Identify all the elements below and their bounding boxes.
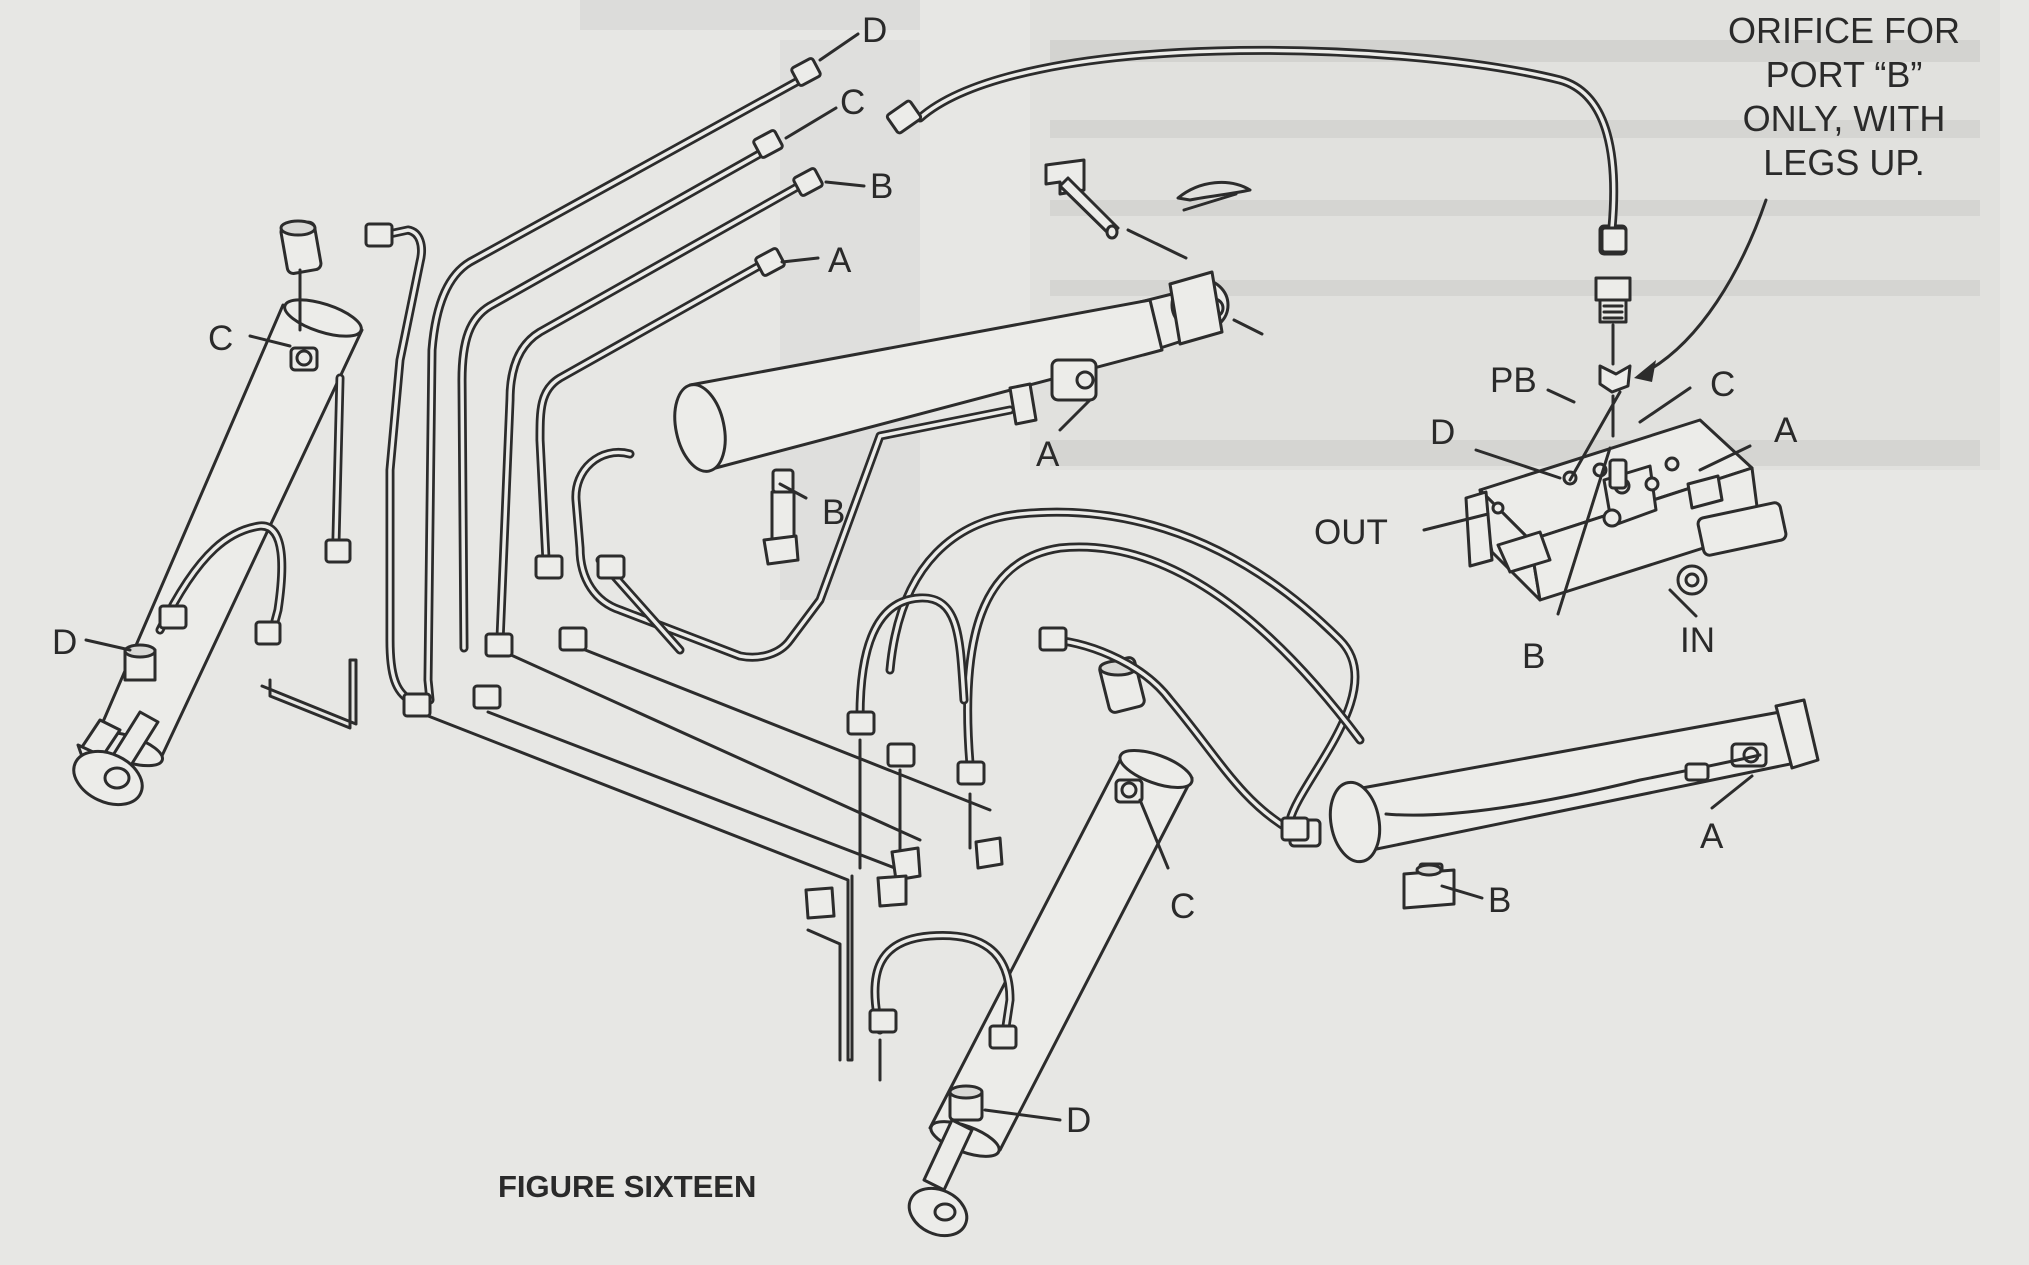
label-c-left-cylinder: C xyxy=(208,319,233,358)
figure-caption: FIGURE SIXTEEN xyxy=(498,1169,756,1204)
label-c-valve: C xyxy=(1710,365,1735,404)
label-d-left-cylinder: D xyxy=(52,623,77,662)
orifice-note: ORIFICE FOR PORT “B” ONLY, WITH LEGS UP. xyxy=(1728,10,1960,183)
left-cylinder xyxy=(72,219,364,807)
label-b-valve: B xyxy=(1522,637,1545,676)
right-cylinder xyxy=(1288,698,1820,910)
control-valve xyxy=(1464,418,1788,602)
label-out: OUT xyxy=(1314,513,1388,552)
label-pb: PB xyxy=(1490,361,1537,400)
callout-leaders xyxy=(84,32,1768,1122)
orifice-note-line-1: ORIFICE FOR xyxy=(1728,10,1960,51)
tube-fittings xyxy=(158,57,1628,1050)
steel-lines xyxy=(260,638,992,1082)
label-b-right-cylinder: B xyxy=(1488,881,1511,920)
orifice-note-line-3: ONLY, WITH xyxy=(1743,98,1946,139)
clevis-pin xyxy=(1044,158,1252,260)
hydraulic-tubes xyxy=(155,45,1619,1045)
label-d-lower-cylinder: D xyxy=(1066,1101,1091,1140)
label-c-top: C xyxy=(840,83,865,122)
orifice-note-line-4: LEGS UP. xyxy=(1763,142,1924,183)
label-a-top: A xyxy=(828,241,852,280)
orifice-note-line-2: PORT “B” xyxy=(1766,54,1923,95)
label-d-valve: D xyxy=(1430,413,1455,452)
callout-labels: D C B A C D A B C D B A PB C D A OUT IN … xyxy=(52,11,1798,1140)
label-a-valve: A xyxy=(1774,411,1798,450)
label-d-top: D xyxy=(862,11,887,50)
lower-cylinder xyxy=(907,656,1194,1238)
label-b-top-cylinder: B xyxy=(822,493,845,532)
label-a-top-cylinder: A xyxy=(1036,435,1060,474)
label-a-right-cylinder: A xyxy=(1700,817,1724,856)
label-c-lower-cylinder: C xyxy=(1170,887,1195,926)
label-in: IN xyxy=(1680,621,1715,660)
label-b-top: B xyxy=(870,167,893,206)
